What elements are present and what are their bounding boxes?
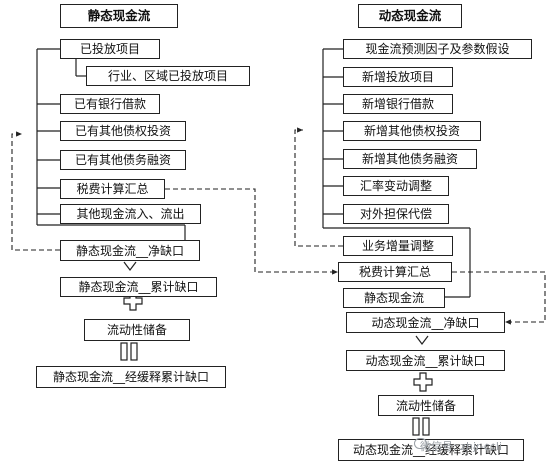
dynamic-item-fx-adjustment: 汇率变动调整 xyxy=(343,176,449,196)
dynamic-cumulative-gap: 动态现金流__累计缺口 xyxy=(346,350,505,371)
static-mitigated-cumulative-gap: 静态现金流__经缓释累计缺口 xyxy=(36,366,226,388)
dynamic-tax-summary: 税费计算汇总 xyxy=(338,262,452,282)
static-cash-flow-title: 静态现金流 xyxy=(60,4,178,28)
static-cumulative-gap: 静态现金流__累计缺口 xyxy=(60,277,217,297)
equals-icon xyxy=(412,417,430,436)
dynamic-item-guarantee-compensation: 对外担保代偿 xyxy=(343,204,449,224)
dynamic-item-new-debt-financing: 新增其他债务融资 xyxy=(343,149,477,169)
dynamic-business-adjustment: 业务增量调整 xyxy=(343,236,453,256)
dynamic-tree-lines xyxy=(322,48,471,298)
static-item-bank-loans: 已有银行借款 xyxy=(60,94,160,114)
static-net-gap: 静态现金流__净缺口 xyxy=(60,240,200,261)
static-tree-lines xyxy=(36,48,186,250)
dynamic-item-new-bank-loans: 新增银行借款 xyxy=(343,94,453,114)
watermark-text: 微信号: zhjr-ccli xyxy=(420,440,503,453)
static-item-other-debt-financing: 已有其他债务融资 xyxy=(60,150,186,170)
wechat-icon xyxy=(414,438,427,449)
dynamic-cash-flow-title: 动态现金流 xyxy=(358,4,462,28)
equals-icon xyxy=(120,342,138,361)
dynamic-net-gap: 动态现金流__净缺口 xyxy=(346,312,505,333)
static-item-other-cash-flows: 其他现金流入、流出 xyxy=(60,204,201,224)
dynamic-static-cash-flow: 静态现金流 xyxy=(343,288,445,308)
plus-icon xyxy=(413,372,433,392)
dashed-feedback-lines xyxy=(11,127,546,325)
static-item-tax-summary: 税费计算汇总 xyxy=(60,179,165,199)
hollow-arrow-icon xyxy=(123,261,137,271)
dynamic-mitigated-cumulative-gap: 动态现金流__经缓释累计缺口 xyxy=(338,439,524,461)
static-item-industry-region-projects: 行业、区域已投放项目 xyxy=(86,66,250,86)
hollow-arrow-icon xyxy=(415,335,429,345)
dynamic-liquidity-reserve: 流动性储备 xyxy=(378,395,474,416)
dynamic-item-new-debt-investment: 新增其他债权投资 xyxy=(343,121,481,141)
static-liquidity-reserve: 流动性储备 xyxy=(84,319,190,341)
dynamic-item-new-projects: 新增投放项目 xyxy=(343,67,453,87)
static-item-invested-projects: 已投放项目 xyxy=(60,39,160,59)
static-item-other-debt-investment: 已有其他债权投资 xyxy=(60,121,186,141)
dynamic-item-forecast-assumptions: 现金流预测因子及参数假设 xyxy=(343,39,532,59)
